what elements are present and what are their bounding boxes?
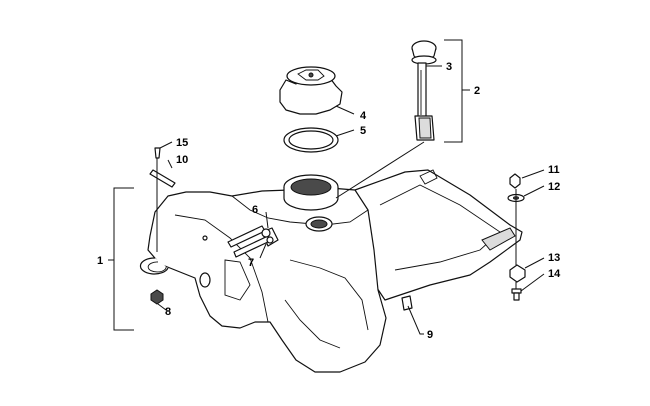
callout-7: 7 [248,257,254,269]
fuel-cap[interactable] [279,66,343,115]
callout-9: 9 [427,329,433,341]
nut-8[interactable] [150,289,164,305]
callout-11: 11 [548,164,560,176]
callout-5: 5 [360,125,366,137]
cap-gasket[interactable] [283,127,339,153]
callout-3: 3 [446,61,452,73]
fuel-tank[interactable] [139,169,523,373]
callout-labels: 1 2 3 4 5 6 7 8 9 10 11 12 13 14 15 [97,61,561,341]
mounting-bolts[interactable] [227,225,274,258]
retaining-clip[interactable] [149,169,176,188]
callout-13: 13 [548,252,560,264]
callout-2: 2 [474,85,480,97]
callout-4: 4 [360,110,367,122]
retaining-pin[interactable] [154,147,161,159]
leader-lines [108,39,545,335]
callout-10: 10 [176,154,188,166]
callout-14: 14 [548,268,561,280]
bolt-14[interactable] [511,288,522,301]
nut-11[interactable] [509,173,521,189]
callout-1: 1 [97,255,103,267]
nut-13[interactable] [509,264,526,283]
callout-12: 12 [548,181,560,193]
callout-8: 8 [165,306,171,318]
fuel-gauge[interactable] [411,40,437,141]
callout-15: 15 [176,137,188,149]
callout-6: 6 [252,204,258,216]
